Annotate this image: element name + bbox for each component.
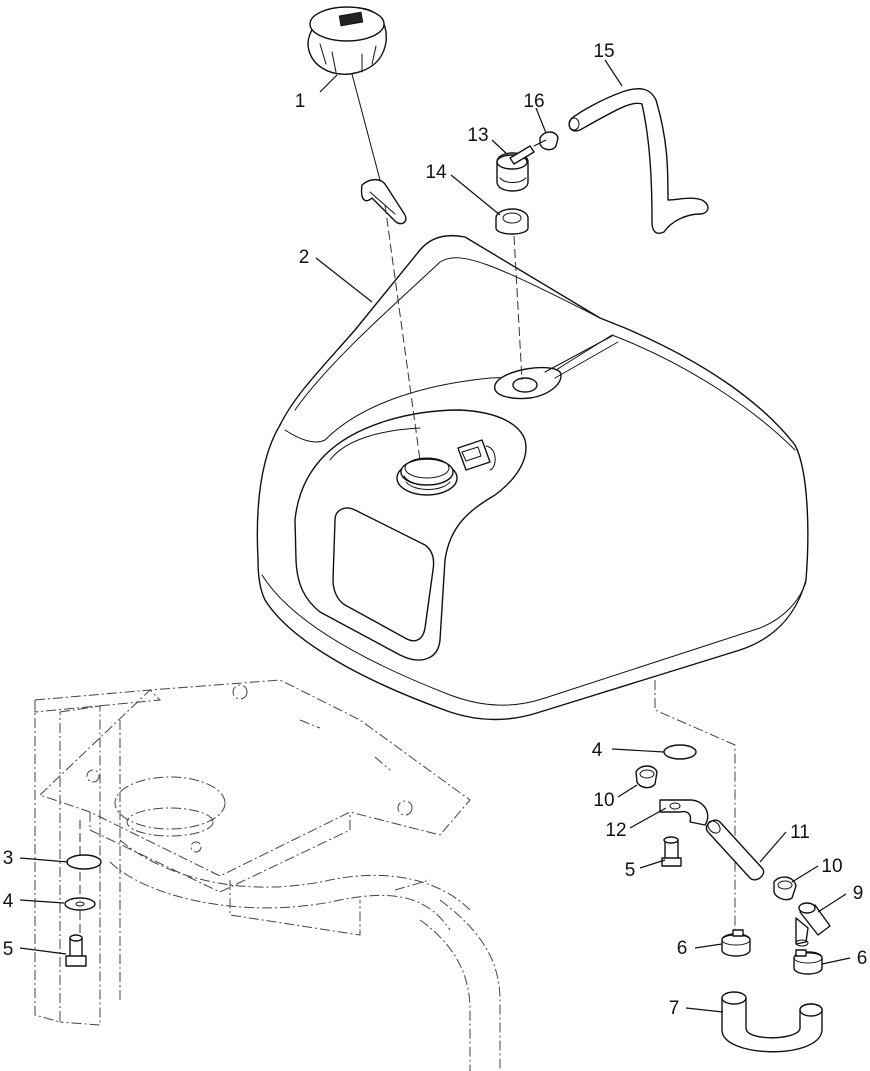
vent-hose [568, 88, 709, 234]
fuel-fitting [795, 902, 831, 947]
fuel-line-centerline [654, 680, 736, 940]
frame-phantom [34, 679, 501, 1071]
callout-13: 13 [467, 125, 488, 146]
callout-10-upper: 10 [593, 790, 614, 811]
tether-clip [360, 178, 407, 225]
callout-6-right: 6 [857, 948, 868, 969]
callout-3: 3 [3, 848, 14, 869]
callout-10-lower: 10 [821, 856, 842, 877]
callout-11: 11 [790, 822, 810, 843]
cap-centerline [384, 204, 421, 461]
washer-right [663, 744, 697, 760]
hose-clamp-6b [793, 949, 823, 975]
hose-clamp-top [533, 131, 559, 151]
callout-4-right: 4 [592, 740, 603, 761]
hose-clamp-6a [721, 929, 751, 957]
callout-5-right: 5 [625, 860, 636, 881]
callout-14: 14 [425, 162, 447, 183]
spacer-left [66, 854, 102, 870]
hose-clamp-10a [635, 765, 658, 789]
callout-2: 2 [299, 247, 310, 268]
callout-5-left: 5 [3, 939, 14, 960]
callout-9: 9 [853, 883, 864, 904]
bolt-left [65, 934, 87, 967]
callout-16: 16 [523, 91, 544, 112]
hose-clamp-10b [773, 876, 797, 901]
callout-7: 7 [669, 998, 680, 1019]
callout-12: 12 [605, 820, 626, 841]
fuel-hose-segment [705, 819, 765, 881]
u-hose [721, 991, 823, 1053]
callout-4-left: 4 [3, 891, 14, 912]
callout-labels: 1 2 3 4 4 5 5 6 6 7 9 10 10 11 12 13 14 … [3, 41, 868, 1019]
fuel-cap [307, 6, 387, 75]
washer-left-hole [75, 901, 85, 907]
bolt-right [661, 836, 682, 867]
callout-15: 15 [593, 41, 614, 62]
p-clamp [659, 799, 709, 826]
callout-6-left: 6 [677, 938, 688, 959]
vent-centerline [513, 235, 523, 381]
leader-lines [19, 59, 851, 1013]
fuel-tank [256, 234, 809, 721]
grommet [495, 208, 529, 235]
washer-left [64, 897, 96, 911]
vent-fitting [496, 145, 535, 192]
callout-1: 1 [295, 91, 306, 112]
cap-tether [351, 73, 381, 181]
